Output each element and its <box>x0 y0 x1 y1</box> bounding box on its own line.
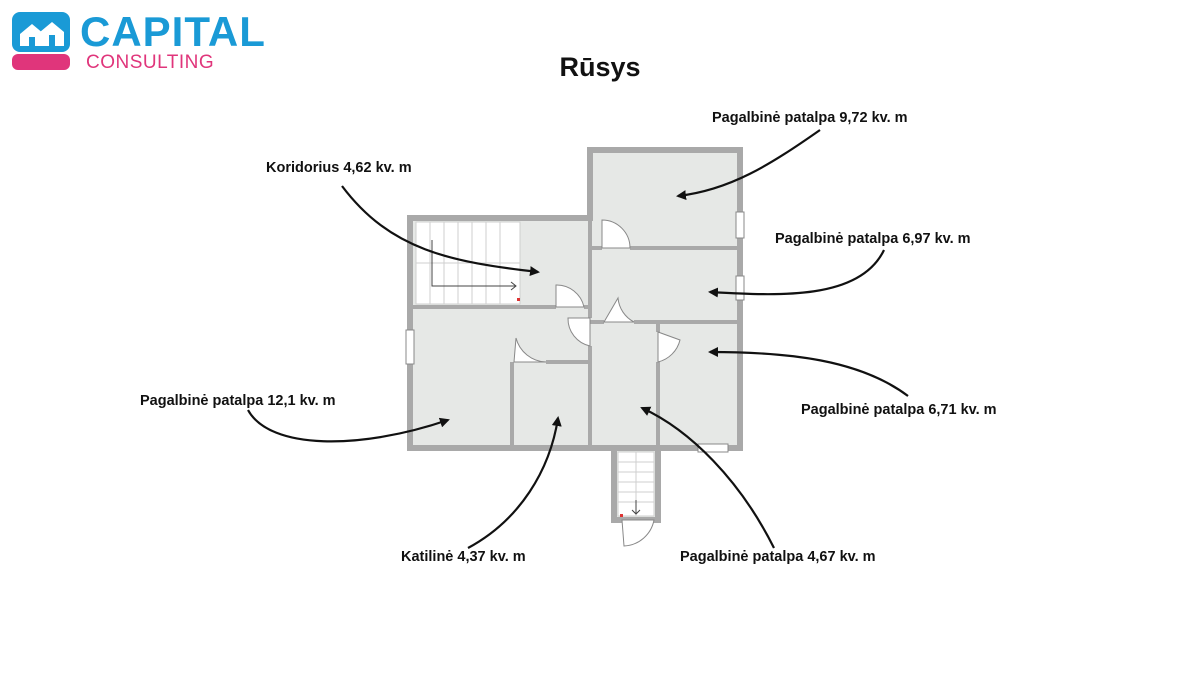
capital-consulting-logo: CAPITAL CONSULTING <box>12 8 272 74</box>
label-koridorius: Koridorius 4,62 kv. m <box>266 160 412 176</box>
floor-right-block <box>590 150 740 448</box>
arrow-pag-121 <box>247 409 450 443</box>
arrow-koridorius <box>341 185 540 277</box>
stair-direction-line <box>431 240 516 287</box>
arrow-pag-697 <box>708 249 885 298</box>
label-pag-121: Pagalbinė patalpa 12,1 kv. m <box>140 393 336 409</box>
stair-exit-arrow-icon <box>631 500 641 515</box>
label-arrows <box>247 129 909 549</box>
stair-marker <box>517 298 520 301</box>
label-pag-697: Pagalbinė patalpa 6,97 kv. m <box>775 231 971 247</box>
stair-exit-marker <box>620 514 623 517</box>
stair-arrow-icon <box>510 281 517 291</box>
label-katiline: Katilinė 4,37 kv. m <box>401 549 526 565</box>
arrow-pag-467 <box>640 406 775 549</box>
logo-subtitle: CONSULTING <box>86 52 215 73</box>
doors <box>513 219 681 547</box>
house-logo-icon <box>12 12 70 70</box>
staircase-top <box>415 221 521 305</box>
logo-wordmark: CAPITAL <box>80 8 266 55</box>
arrow-pag-671 <box>708 347 909 397</box>
arrow-pag-972 <box>676 129 821 201</box>
interior-walls <box>410 218 740 448</box>
label-pag-467: Pagalbinė patalpa 4,67 kv. m <box>680 549 876 565</box>
page-title: Rūsys <box>559 52 641 82</box>
label-pag-671: Pagalbinė patalpa 6,71 kv. m <box>801 402 997 418</box>
label-pag-972: Pagalbinė patalpa 9,72 kv. m <box>712 110 908 126</box>
windows <box>405 211 745 453</box>
arrow-katiline <box>467 416 562 549</box>
